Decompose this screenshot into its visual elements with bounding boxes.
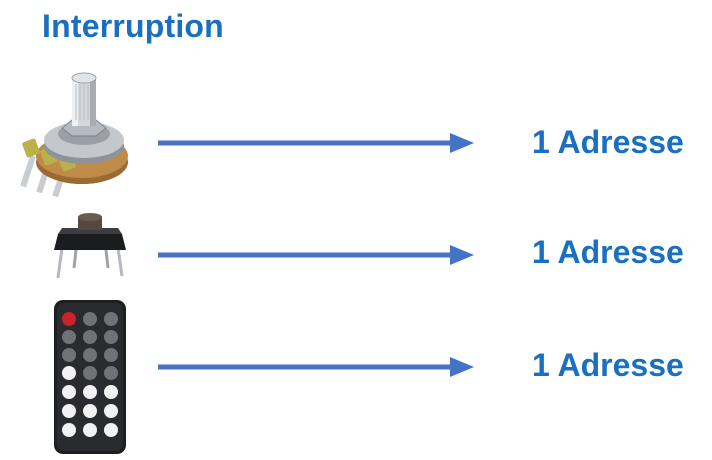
address-label: 1 Adresse [532,234,684,270]
push-button-icon [54,213,126,279]
arrow-right-icon [158,245,474,265]
potentiometer-icon [20,72,128,198]
address-label: 1 Adresse [532,124,684,160]
ir-remote-icon [54,300,126,454]
arrow-right-icon [158,133,474,153]
address-label: 1 Adresse [532,347,684,383]
page-title: Interruption [42,8,224,44]
arrow-right-icon [158,357,474,377]
